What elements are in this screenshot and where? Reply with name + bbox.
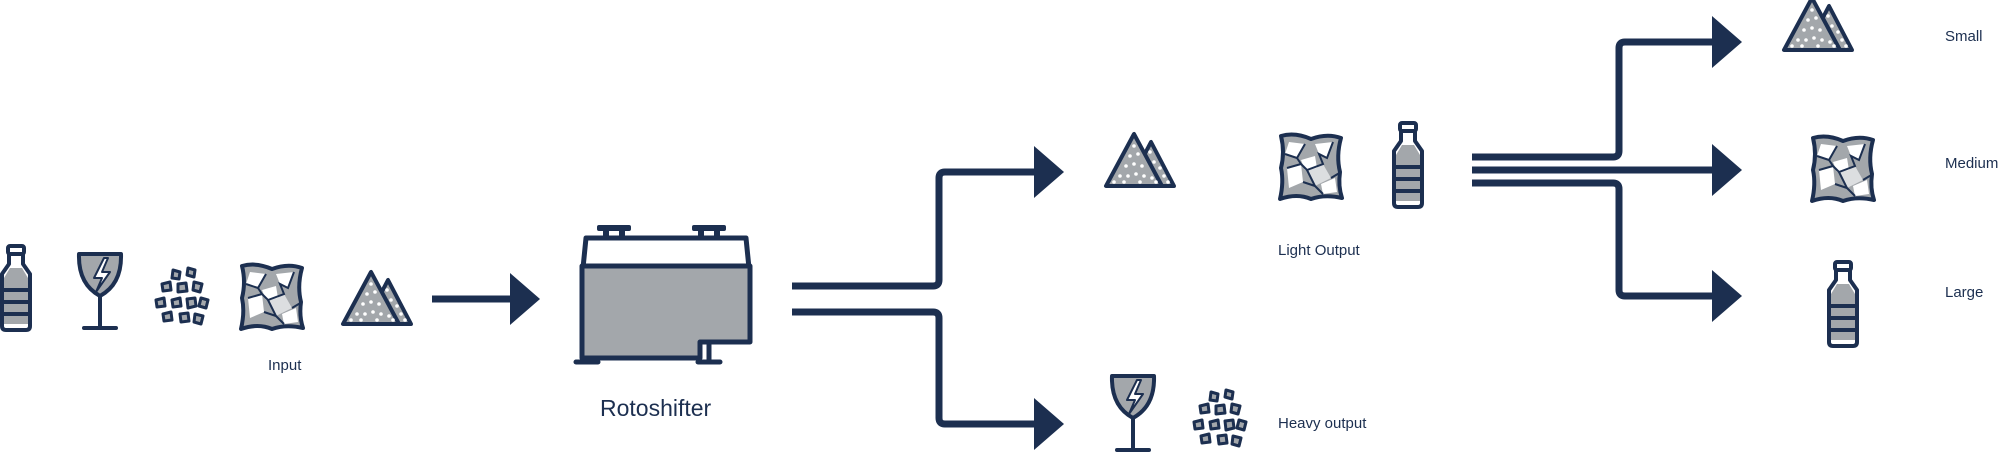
small-arrowhead bbox=[1712, 16, 1742, 68]
small-label: Small bbox=[1945, 28, 1983, 45]
machine-label: Rotoshifter bbox=[600, 395, 712, 421]
size-split-arrows bbox=[1472, 38, 1718, 300]
crumpled-material-icon bbox=[239, 262, 305, 331]
large-arrowhead bbox=[1712, 270, 1742, 322]
bottle-icon bbox=[0, 244, 32, 332]
input-arrow bbox=[432, 273, 540, 325]
medium-label: Medium bbox=[1945, 155, 1998, 172]
large-label: Large bbox=[1945, 284, 1983, 301]
heavy-output-label: Heavy output bbox=[1278, 415, 1367, 432]
heavy-output-group: Heavy output bbox=[1109, 374, 1367, 452]
broken-glass-icon bbox=[76, 252, 124, 330]
sand-pile-icon bbox=[341, 270, 413, 326]
rotoshifter-machine-icon bbox=[573, 225, 753, 365]
sand-pile-icon bbox=[1104, 132, 1176, 188]
light-output-arrow bbox=[792, 168, 1040, 290]
gravel-icon bbox=[1192, 388, 1248, 448]
sand-pile-icon bbox=[1782, 0, 1854, 52]
bottle-icon bbox=[1392, 121, 1424, 209]
light-output-group: Light Output bbox=[1104, 121, 1424, 259]
light-output-arrowhead bbox=[1034, 146, 1064, 198]
input-label: Input bbox=[268, 357, 302, 374]
broken-glass-icon bbox=[1109, 374, 1157, 452]
crumpled-material-icon bbox=[1810, 134, 1876, 203]
medium-arrowhead bbox=[1712, 144, 1742, 196]
heavy-output-arrowhead bbox=[1034, 398, 1064, 450]
gravel-icon bbox=[154, 266, 210, 326]
input-group: Input bbox=[0, 244, 413, 374]
light-output-label: Light Output bbox=[1278, 242, 1361, 259]
heavy-output-arrow bbox=[792, 308, 1040, 428]
bottle-icon bbox=[1827, 260, 1859, 348]
crumpled-material-icon bbox=[1278, 132, 1344, 201]
